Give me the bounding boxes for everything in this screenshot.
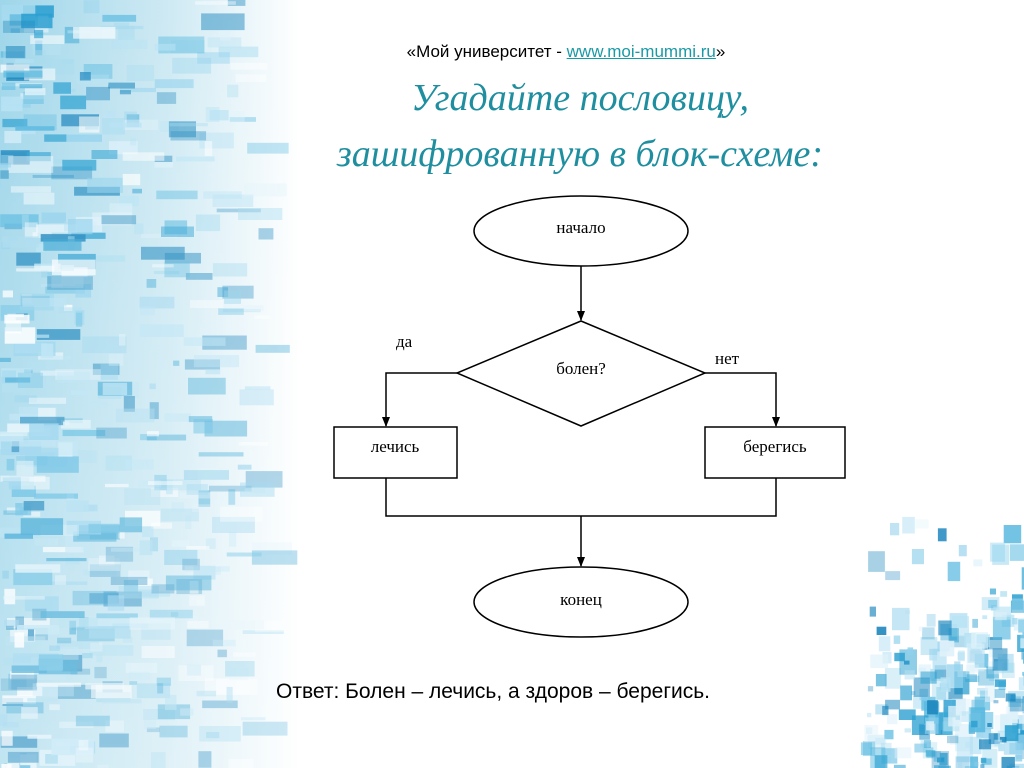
arrow-no-branch — [705, 372, 780, 427]
yes-label: да — [396, 332, 413, 351]
arrow-yes-branch — [382, 372, 457, 427]
decision-node — [455, 320, 707, 427]
no-label: нет — [715, 349, 740, 368]
title-line-2: зашифрованную в блок-схеме: — [336, 133, 824, 175]
header-prefix: «Мой университет - — [406, 42, 567, 61]
no-action-label: берегись — [743, 437, 807, 456]
end-node — [473, 566, 689, 638]
title-line-1: Угадайте пословицу, — [411, 77, 749, 119]
site-link[interactable]: www.moi-mummi.ru — [566, 42, 716, 61]
header-suffix: » — [715, 42, 726, 61]
answer-text: Ответ: Болен – лечись, а здоров – береги… — [276, 680, 711, 703]
site-header: «Мой университет - www.moi-mummi.ru» — [0, 42, 1024, 62]
end-label: конец — [560, 590, 602, 609]
no-action-box — [704, 426, 846, 479]
decision-label: болен? — [556, 359, 606, 378]
yes-action-box — [333, 426, 458, 479]
yes-action-label: лечись — [371, 437, 420, 456]
merge-line — [385, 478, 777, 517]
start-label: начало — [556, 218, 605, 237]
